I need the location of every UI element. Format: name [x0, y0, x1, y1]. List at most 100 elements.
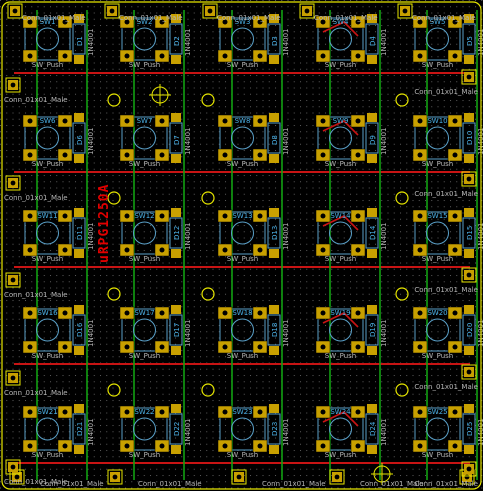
pad-hole [124, 443, 130, 449]
pad-hole [222, 344, 228, 350]
switch-outline [24, 407, 71, 451]
diode-pad [367, 154, 377, 163]
diode-outline [72, 122, 86, 154]
right-connector-pad-outline [461, 171, 477, 187]
diode-ref-label: D15 [466, 226, 474, 240]
diode-pad [464, 208, 474, 217]
pad-hole [320, 118, 326, 124]
switch-outline [121, 211, 168, 255]
switch-ref-label: SW14 [330, 212, 351, 220]
switch-value-label: SW_Push [32, 352, 63, 360]
pad-hole [417, 443, 423, 449]
top-connector-pad-outline [202, 3, 218, 19]
pad-hole [355, 213, 361, 219]
pad-hole [62, 53, 68, 59]
switch-ref-label: SW2 [137, 18, 153, 26]
switch-value-label: SW_Push [129, 451, 160, 459]
pad-hole [334, 474, 340, 480]
diode-ref-label: D22 [173, 422, 181, 436]
diode-outline [365, 314, 379, 346]
left-connector-pad-outline [5, 77, 21, 93]
pad-hole [236, 474, 242, 480]
diode-value-label: 1N4001 [380, 418, 388, 446]
switch-outline [24, 17, 71, 61]
switch-actuator [231, 126, 254, 150]
diode-pad [367, 249, 377, 258]
top-connector-label: Conn_01x01_Male [119, 14, 183, 22]
pad-hole [452, 247, 458, 253]
pad-hole [466, 369, 472, 375]
pad-hole [257, 53, 263, 59]
right-connector-label: Conn_01x01_Male [414, 88, 478, 96]
diode-value-label: 1N4001 [87, 127, 95, 155]
pad-hole [355, 310, 361, 316]
diode-pad [269, 404, 279, 413]
diode-value-label: 1N4001 [282, 28, 290, 56]
left-connector-pad-outline [5, 370, 21, 386]
pad-hole [112, 474, 118, 480]
switch-outline [219, 211, 266, 255]
pad-hole [452, 409, 458, 415]
pad-hole [452, 152, 458, 158]
pad-hole [452, 19, 458, 25]
switch-value-label: SW_Push [32, 61, 63, 69]
diode-pad [74, 113, 84, 122]
pad-hole [222, 213, 228, 219]
diode-ref-label: D1 [76, 36, 84, 46]
diode-value-label: 1N4001 [184, 319, 192, 347]
switch-ref-label: SW9 [333, 117, 349, 125]
diode-outline [72, 23, 86, 55]
top-connector-label: Conn_01x01_Male [412, 14, 476, 22]
switch-outline [414, 407, 461, 451]
pad-hole [320, 247, 326, 253]
switch-value-label: SW_Push [422, 352, 453, 360]
diode-ref-label: D21 [76, 422, 84, 436]
switch-ref-label: SW11 [37, 212, 57, 220]
diode-ref-label: D18 [271, 323, 279, 337]
switch-outline [317, 17, 364, 61]
pad-hole [257, 19, 263, 25]
diode-pad [367, 14, 377, 23]
diode-ref-label: D5 [466, 36, 474, 46]
diode-pad [464, 346, 474, 355]
diode-value-label: 1N4001 [87, 28, 95, 56]
switch-ref-label: SW7 [137, 117, 153, 125]
mounting-hole [107, 93, 121, 107]
diode-pad [269, 113, 279, 122]
pad-hole [62, 247, 68, 253]
pad-hole [466, 466, 472, 472]
diode-outline [72, 413, 86, 445]
pad-hole [222, 310, 228, 316]
pad-hole [27, 118, 33, 124]
right-connector-label: Conn_01x01_Male [414, 480, 478, 488]
pad-hole [124, 310, 130, 316]
diode-value-label: 1N4001 [282, 127, 290, 155]
switch-value-label: SW_Push [32, 451, 63, 459]
diagonal-trace [322, 312, 359, 328]
pad-hole [124, 152, 130, 158]
diode-pad [367, 445, 377, 454]
switch-value-label: SW_Push [422, 451, 453, 459]
switch-ref-label: SW21 [37, 408, 57, 416]
pad-hole [12, 8, 18, 14]
switch-actuator [426, 417, 449, 441]
diode-outline [267, 122, 281, 154]
pad-hole [222, 53, 228, 59]
diode-pad [74, 346, 84, 355]
diode-outline [267, 314, 281, 346]
mounting-hole [107, 191, 121, 205]
switch-value-label: SW_Push [129, 160, 160, 168]
diode-outline [169, 122, 183, 154]
diode-pad [269, 305, 279, 314]
switch-value-label: SW_Push [129, 255, 160, 263]
left-connector-pad-outline [5, 272, 21, 288]
switch-ref-label: SW19 [330, 309, 350, 317]
